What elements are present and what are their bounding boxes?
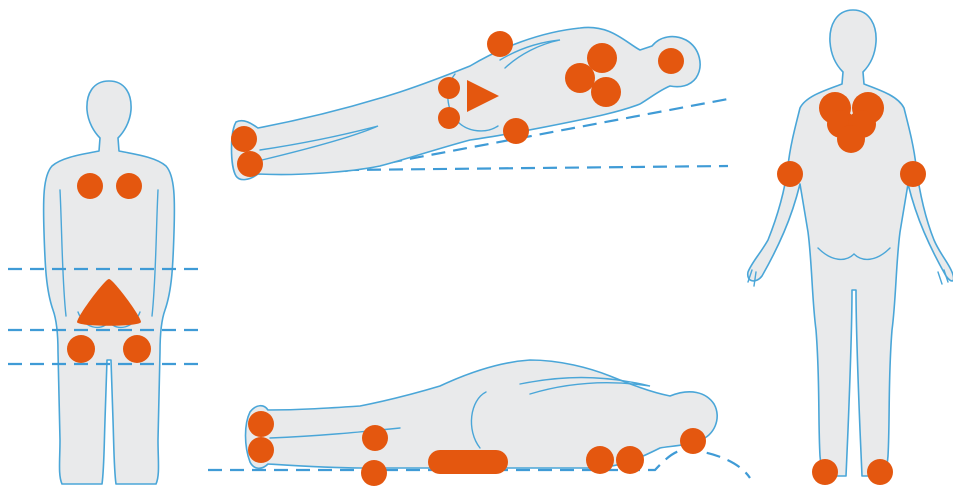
pressure-point-icon — [362, 425, 388, 451]
pressure-point-icon — [248, 411, 274, 437]
guide-line-horizontal — [345, 166, 728, 170]
side-inclined-body — [232, 27, 701, 179]
pressure-point-icon — [900, 161, 926, 187]
pressure-point-icon — [231, 126, 257, 152]
figure-front-view — [748, 10, 953, 485]
pressure-point-icon — [67, 335, 95, 363]
pressure-point-icon — [680, 428, 706, 454]
pressure-point-icon — [77, 173, 103, 199]
front-view-body — [748, 10, 953, 476]
pressure-point-icon — [361, 460, 387, 486]
pressure-point-icon — [777, 161, 803, 187]
pressure-point-icon — [116, 173, 142, 199]
pressure-point-icon — [248, 437, 274, 463]
pressure-point-icon — [658, 48, 684, 74]
pressure-point-icon — [428, 450, 508, 474]
figure-side-lying-flat — [208, 360, 750, 486]
pressure-point-icon — [812, 459, 838, 485]
pressure-point-icon — [487, 31, 513, 57]
pressure-point-icon — [438, 107, 460, 129]
figure-back-view — [8, 81, 205, 484]
pressure-point-icon — [237, 151, 263, 177]
figure-side-lying-inclined — [231, 27, 728, 179]
pressure-point-icon — [503, 118, 529, 144]
pressure-point-icon — [123, 335, 151, 363]
pressure-point-icon — [438, 77, 460, 99]
pressure-point-icon — [867, 459, 893, 485]
